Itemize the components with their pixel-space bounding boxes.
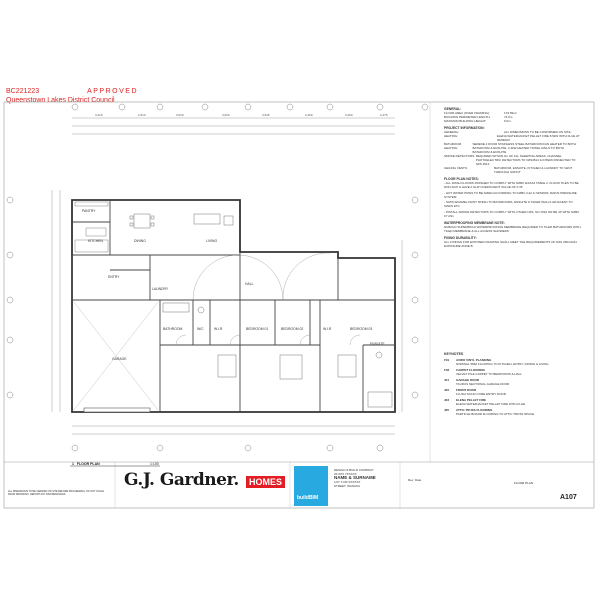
sheet-drawing-title: FLOOR PLAN — [514, 481, 534, 485]
grid-markers-right — [411, 196, 419, 399]
living-sofa — [193, 213, 234, 226]
floor-note: - HOT WATER PIPES TO BE SIZED ACCORDING … — [444, 190, 577, 199]
exterior-walls — [71, 199, 396, 413]
company-tagline: DESIGN & BUILD COMPANY — [334, 468, 374, 472]
note-row: SMOKE DETECTORS:REQUIRED WITHIN 3m OF AL… — [444, 154, 576, 166]
drawing-scale: 1:100 — [150, 462, 159, 466]
buildbim-logo — [294, 466, 328, 506]
room-label: BEDROOM 02 — [281, 327, 303, 331]
notes-heading-fixing: FIXING DURABILITY: — [444, 235, 477, 240]
drawing-title-text: FLOOR PLAN — [76, 462, 100, 466]
grid-markers-top — [71, 103, 429, 111]
fixing-note: ALL FIXINGS FOR EXPOSED FRAMING SHALL ME… — [444, 239, 577, 248]
approval-stamp: BC221223 APPROVED Queenstown Lakes Distr… — [6, 88, 138, 105]
interior-walls — [71, 200, 395, 412]
floor-note: - INSTALL SMOKE DETECTORS TO COMPLY WITH… — [444, 209, 580, 218]
dim-label: 3,290 — [345, 113, 353, 117]
revision-table: Rev Date — [408, 478, 421, 482]
dimension-lines — [51, 117, 403, 435]
room-label: BEDROOM 03 — [350, 327, 372, 331]
date-label: Date — [415, 478, 422, 482]
dim-label: 3,945 — [262, 113, 270, 117]
floor-note: - SATIN ENAMEL PAINT FINISH TO BATHROOMS… — [444, 200, 573, 208]
room-label: KITCHEN — [88, 239, 103, 243]
grid-markers-left — [6, 196, 14, 399]
room-label: ENTRY — [108, 275, 120, 279]
dim-label: 2,475 — [380, 113, 388, 117]
dim-label: 3,630 — [222, 113, 230, 117]
door-swings — [175, 252, 361, 346]
room-label: LIVING — [206, 239, 217, 243]
sheet-number: A107 — [560, 494, 577, 501]
room-label: ENSUITE — [370, 342, 385, 346]
company-phone: 0X 0XX 7XXXXX — [334, 472, 357, 476]
bath-fixtures — [162, 302, 393, 408]
room-label: PANTRY — [82, 209, 96, 213]
consent-number: BC221223 — [6, 88, 40, 95]
room-label: W.I.R — [323, 327, 332, 331]
note-row: BUILDING PERIMETER LENGTH:72.0m — [444, 115, 513, 119]
room-label: LAUNDRY — [152, 287, 169, 291]
room-label: BATHROOM — [163, 327, 183, 331]
drawing-number: 1 — [72, 462, 74, 466]
note-row: BATHROOM HEATING:SERENE 2 DOOR STAINLESS… — [444, 142, 576, 154]
dimension-labels: 3,410 2,510 3,510 3,630 3,945 2,260 3,29… — [95, 113, 388, 117]
notes-heading-general: GENERAL: — [444, 107, 462, 111]
room-label: HALL — [245, 282, 254, 286]
site-address: STREET, WANAKA — [334, 484, 361, 488]
homes-badge: HOMES — [246, 476, 286, 488]
notes-heading-project: PROJECT INFORMATION: — [444, 126, 485, 130]
rev-label: Rev — [408, 478, 414, 482]
dim-label: 3,510 — [176, 113, 184, 117]
room-label: GARAGE — [112, 357, 127, 361]
room-label: W.I.R — [214, 327, 223, 331]
room-label: W/C — [197, 327, 204, 331]
dim-label: 3,410 — [95, 113, 103, 117]
buildbim-label: buildBIM — [297, 495, 319, 501]
keynotes-title: KEYNOTES — [444, 352, 464, 356]
garage-diagonals — [73, 301, 159, 411]
council-name: Queenstown Lakes District Council — [6, 96, 115, 104]
note-row: CEILING VENTS:BATHROOM, ENSUITE, KITCHEN… — [444, 166, 573, 174]
approval-status: APPROVED — [87, 88, 138, 95]
brand-logo: G.J. Gardner. — [124, 470, 239, 490]
note-row: FLOOR AREA (OVER FRAMING):179.59m² — [444, 111, 517, 115]
kitchen-fixtures — [74, 201, 109, 253]
garage-door — [83, 407, 151, 413]
note-row: MAXIMUM BUILDING HEIGHT:6.0m — [444, 119, 511, 123]
dining-table — [129, 213, 155, 229]
notes-heading-waterproofing: WATERPROOFING MEMBRANE NOTE: — [444, 220, 505, 225]
notes-heading-floor: FLOOR PLAN NOTES: — [444, 177, 479, 181]
dim-label: 2,260 — [305, 113, 313, 117]
room-labels: PANTRY KITCHEN DINING LIVING ENTRY LAUND… — [82, 209, 385, 361]
project-info: DESIGN & BUILD COMPANY 0X 0XX 7XXXXX NAM… — [334, 468, 414, 488]
beds — [217, 354, 357, 380]
dim-label: 2,510 — [138, 113, 146, 117]
note-row: GENERAL:ALL DIMENSIONS TO BE CONFIRMED O… — [444, 130, 571, 134]
sheet-border — [3, 101, 595, 509]
room-label: BEDROOM 01 — [246, 327, 268, 331]
waterproofing-note: NUBOLD SUPERBOLD WATERPROOFING MEMBRANE … — [444, 224, 581, 233]
drawing-title: 1 FLOOR PLAN — [72, 462, 100, 466]
titleblock-notes: ALL DIMENSIONS TO BE VERIFIED ON SITE BE… — [8, 490, 104, 496]
lot-number: LOT X DP XXXXXX — [334, 480, 361, 484]
grid-markers-bottom — [71, 444, 384, 452]
room-label: DINING — [134, 239, 146, 243]
note-row: HEATING:ELENA WATERJACKET PELLET FIRE 8.… — [444, 134, 580, 142]
client-name: NAME & SURNAME — [334, 475, 376, 480]
floor-note: - ALL WASH FLOORS FINISHED TO COMPLY WIT… — [444, 181, 579, 189]
notes-panel: GENERAL: FLOOR AREA (OVER FRAMING):179.5… — [444, 104, 582, 249]
